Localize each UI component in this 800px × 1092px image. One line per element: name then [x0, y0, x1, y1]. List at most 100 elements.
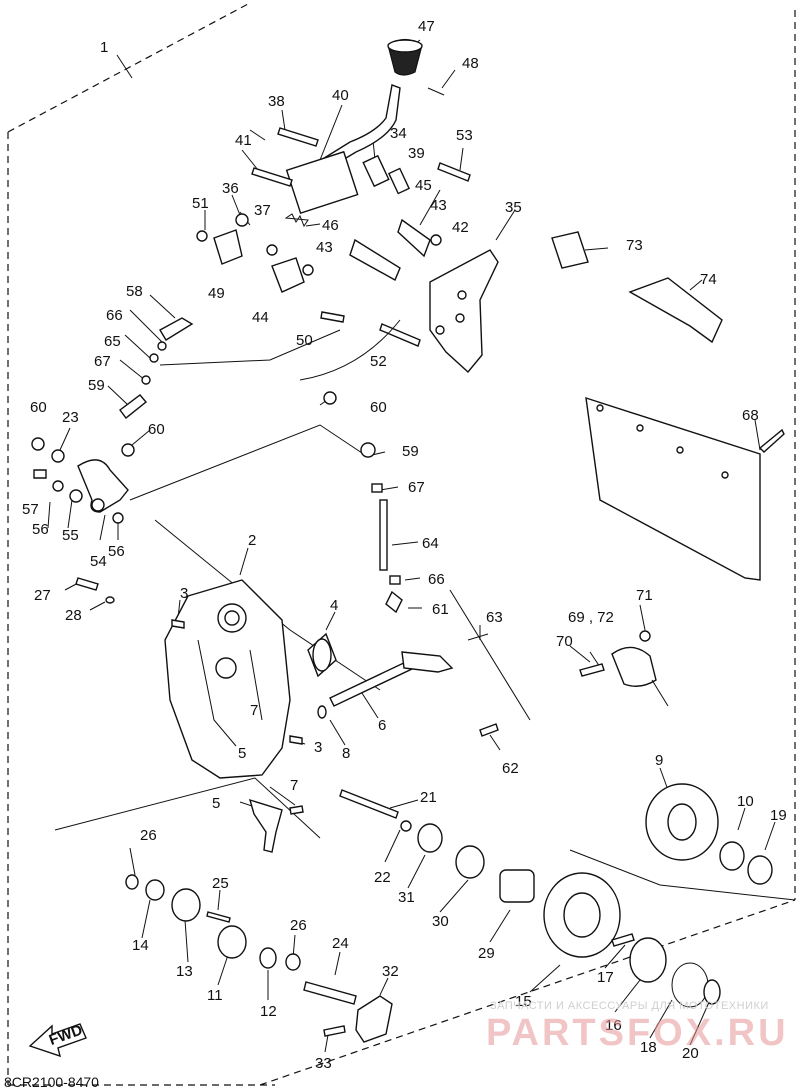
callout-3: 3	[180, 585, 188, 602]
nut-66-mid	[389, 575, 401, 585]
callout-57: 57	[22, 501, 39, 518]
bolt-70	[579, 663, 605, 677]
washer-20	[703, 979, 721, 1005]
callout-37: 37	[254, 202, 271, 219]
washer-26b	[285, 953, 301, 971]
callout-45: 45	[415, 177, 432, 194]
callout-19: 19	[770, 807, 787, 824]
callout-58: 58	[126, 283, 143, 300]
callout-8: 8	[342, 745, 350, 762]
callout-13: 13	[176, 963, 193, 980]
bracket-49	[213, 229, 243, 265]
spring-46	[284, 213, 309, 228]
shaft-lever-assembly	[349, 238, 401, 281]
callout-53: 53	[456, 127, 473, 144]
callout-67: 67	[94, 353, 111, 370]
callout-5: 5	[238, 745, 246, 762]
lever-bracket	[285, 150, 359, 215]
callout-35: 35	[505, 199, 522, 216]
callout-69-72: 69 , 72	[568, 609, 614, 626]
bolt-52	[379, 323, 421, 347]
callout-32: 32	[382, 963, 399, 980]
drawing-code: 8CR2100-8470	[4, 1074, 99, 1090]
gear-13	[171, 888, 201, 922]
callout-25: 25	[212, 875, 229, 892]
collar-31	[417, 823, 443, 853]
callout-12: 12	[260, 1003, 277, 1020]
callout-38: 38	[268, 93, 285, 110]
callout-66: 66	[106, 307, 123, 324]
bearing-12	[259, 947, 277, 969]
bolt-33	[323, 1025, 346, 1037]
rod-end-58	[159, 317, 194, 341]
cable-line	[299, 319, 401, 381]
pin-3-bottom	[289, 735, 303, 745]
callout-46: 46	[322, 217, 339, 234]
bolt-17	[611, 933, 635, 947]
nut-22	[400, 820, 412, 832]
callout-47: 47	[418, 18, 435, 35]
callout-40: 40	[332, 87, 349, 104]
watermark-line1: ЗАПЧАСТИ И АКСЕССУАРЫ ДЛЯ МОТОТЕХНИКИ	[490, 1000, 769, 1012]
callout-1: 1	[100, 39, 108, 56]
shift-knob	[387, 38, 423, 76]
callout-56: 56	[108, 543, 125, 560]
callout-51: 51	[192, 195, 209, 212]
callout-54: 54	[90, 553, 107, 570]
callout-7: 7	[250, 702, 258, 719]
collar-55	[69, 489, 83, 503]
callout-18: 18	[640, 1039, 657, 1056]
case-2	[164, 579, 291, 779]
callout-30: 30	[432, 913, 449, 930]
bearing-10	[719, 841, 745, 871]
link-plate-45	[397, 218, 431, 258]
bracket-35	[429, 249, 499, 374]
callout-65: 65	[104, 333, 121, 350]
washer-56a	[52, 480, 64, 492]
rod-64	[379, 499, 388, 571]
callout-73: 73	[626, 237, 643, 254]
callout-9: 9	[655, 752, 663, 769]
callout-74: 74	[700, 271, 717, 288]
callout-60: 60	[148, 421, 165, 438]
collar-34	[362, 154, 390, 188]
nut-43a	[302, 264, 314, 276]
callout-26: 26	[290, 917, 307, 934]
leader-lines	[47, 39, 796, 1053]
callout-16: 16	[605, 1017, 622, 1034]
rod-end-61	[385, 590, 403, 614]
callout-68: 68	[742, 407, 759, 424]
arm-54	[77, 459, 129, 513]
washer-28	[105, 596, 115, 604]
callout-48: 48	[462, 55, 479, 72]
callout-27: 27	[34, 587, 51, 604]
bolt-21	[339, 789, 399, 819]
washer-36	[235, 213, 249, 227]
nut-37	[266, 244, 278, 256]
callout-41: 41	[235, 132, 252, 149]
rod-end-59-left	[119, 394, 148, 419]
nut-51	[196, 230, 208, 242]
bolt-38	[277, 127, 319, 147]
callout-55: 55	[62, 527, 79, 544]
watermark-logo: PARTSFOX.RU	[486, 1012, 789, 1054]
fwd-arrow: FWD	[28, 1021, 87, 1058]
shaft-24	[303, 981, 357, 1005]
callout-56: 56	[32, 521, 49, 538]
callout-61: 61	[432, 601, 449, 618]
callout-15: 15	[515, 993, 532, 1010]
bolt-62	[479, 723, 499, 737]
nut-67-mid	[371, 483, 383, 493]
bolt-50	[320, 311, 345, 323]
callout-43: 43	[316, 239, 333, 256]
callout-23: 23	[62, 409, 79, 426]
nut-60-top	[323, 391, 337, 405]
oring-8	[317, 705, 327, 719]
bolt-57	[33, 469, 47, 479]
spring-30	[455, 845, 485, 879]
callout-60: 60	[370, 399, 387, 416]
callout-labels: 1 2 3 3 4 5 5 6 7 7 8 9 10 11 12 13 14 1…	[22, 18, 787, 1072]
callout-70: 70	[556, 633, 573, 650]
callout-33: 33	[315, 1055, 332, 1072]
plate-44	[271, 257, 305, 293]
